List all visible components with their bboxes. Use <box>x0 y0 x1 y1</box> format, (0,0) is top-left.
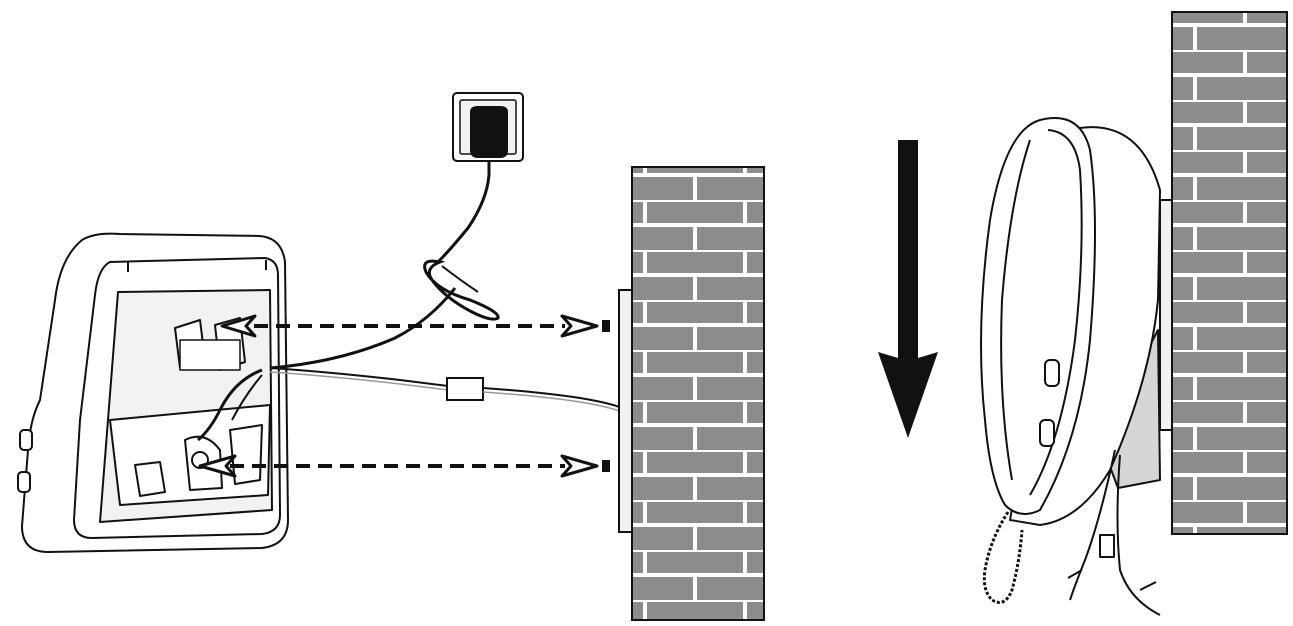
power-adapter-icon <box>269 92 524 370</box>
phone-line-cord-icon <box>269 367 623 413</box>
mounted-phone-icon <box>980 117 1161 616</box>
right-brick-wall-icon <box>1159 11 1288 535</box>
arrow-down-icon <box>878 140 938 438</box>
arrow-head-icons <box>198 314 599 478</box>
wall-mount-base-icon <box>17 232 289 553</box>
mounting-direction-arrows <box>208 324 565 468</box>
brick-wall-icon <box>602 166 765 621</box>
